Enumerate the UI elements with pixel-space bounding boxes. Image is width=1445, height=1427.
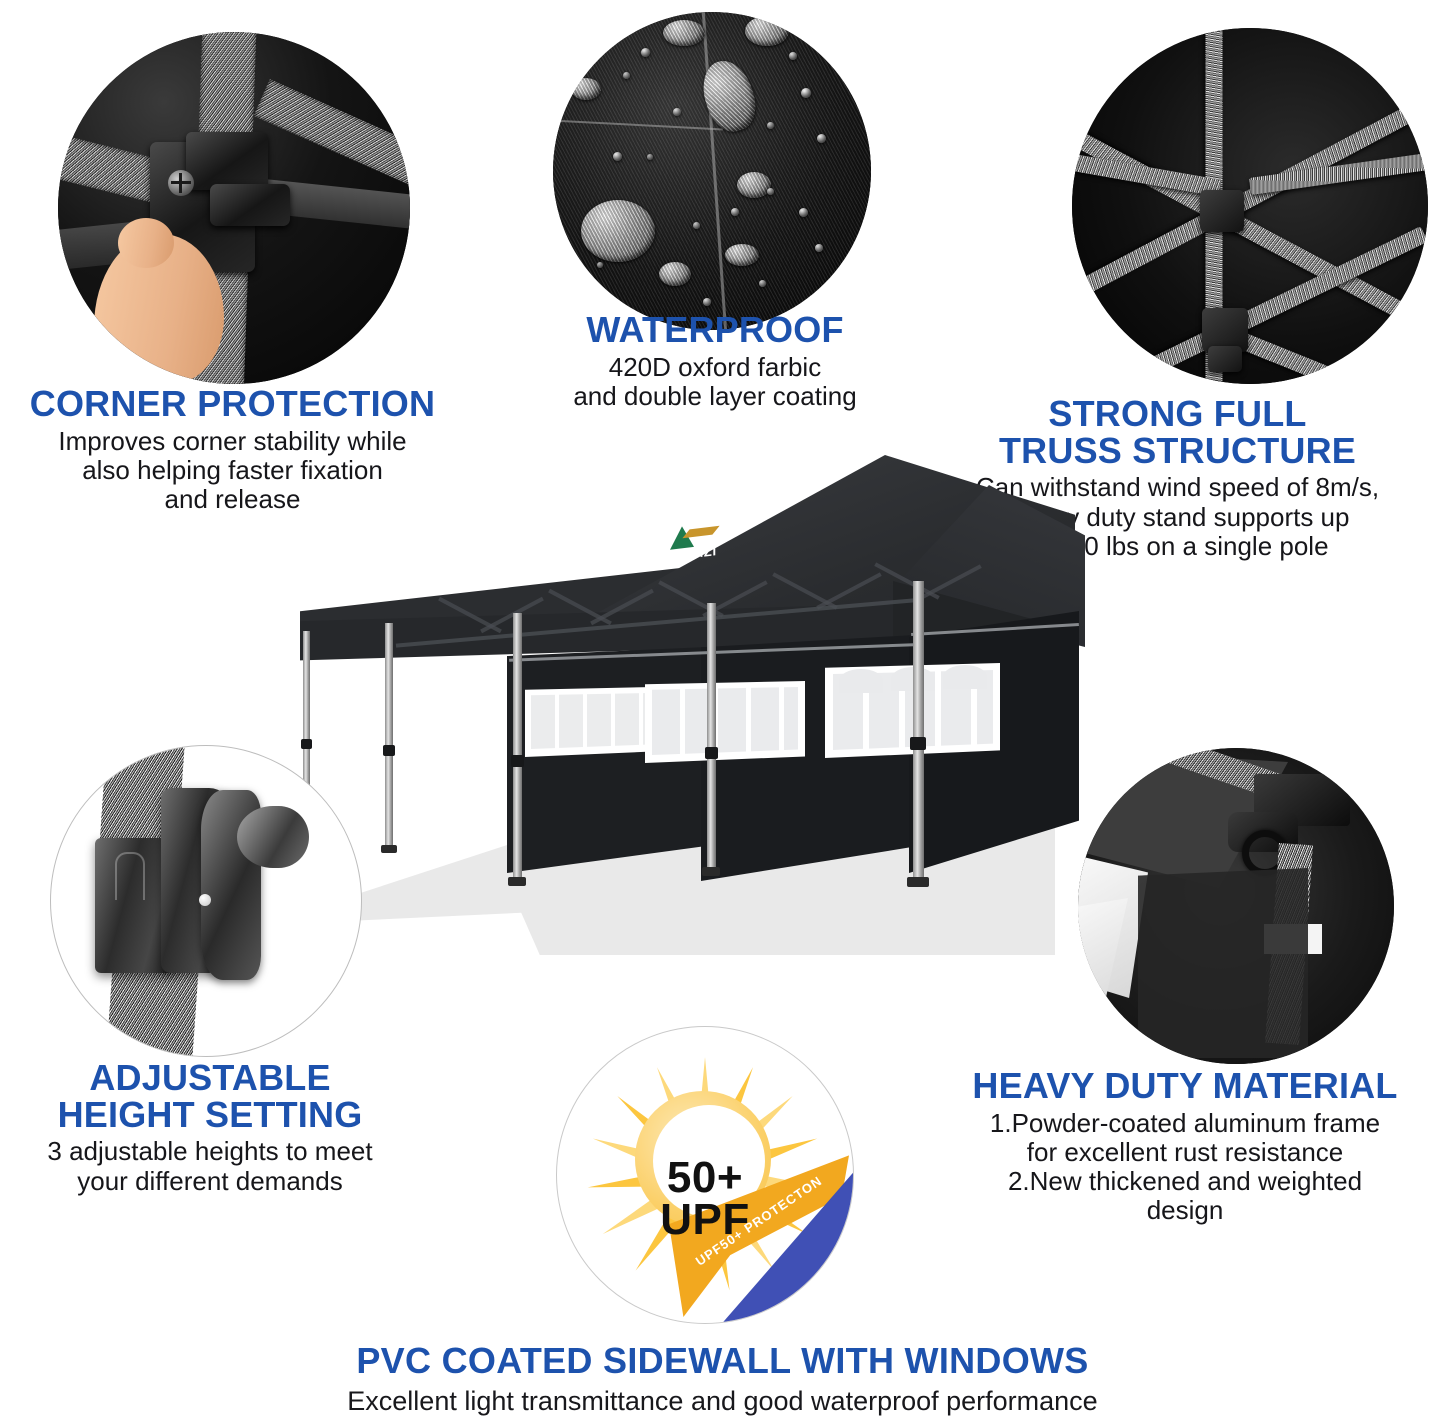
corner-clamp-photo [58, 32, 410, 384]
feature-body: 3 adjustable heights to meet your differ… [47, 1136, 373, 1196]
upf-value-top: 50+ [666, 1153, 744, 1202]
tent-logo-icon: COBIZI [669, 522, 720, 564]
bottom-caption: PVC COATED SIDEWALL WITH WINDOWS Excelle… [0, 1340, 1445, 1417]
tent-leg [913, 581, 924, 881]
canopy-tent-product-image: COBIZI [245, 455, 1085, 1000]
feature-body: Improves corner stability while also hel… [58, 425, 407, 514]
tent-leg [707, 603, 716, 871]
fabric-corner-photo [1078, 748, 1394, 1064]
feature-body: 1.Powder-coated aluminum frame for excel… [989, 1107, 1381, 1226]
feature-body: Can withstand wind speed of 8m/s, Heavy … [975, 472, 1380, 561]
bottom-caption-title: PVC COATED SIDEWALL WITH WINDOWS [356, 1340, 1089, 1381]
height-lever-photo [50, 745, 362, 1057]
tent-leg [303, 631, 310, 829]
upf-protection-badge: 50+ UPF UPF50+ PROTECTON [556, 1026, 854, 1324]
feature-title: STRONG FULL TRUSS STRUCTURE [998, 393, 1356, 471]
feature-body: 420D oxford farbic and double layer coat… [573, 351, 857, 411]
feature-corner-protection: CORNER PROTECTION Improves corner stabil… [0, 383, 465, 514]
tent-leg [385, 623, 393, 849]
upf-value-bottom: UPF [660, 1195, 750, 1244]
water-droplets-photo [553, 12, 871, 330]
bottom-caption-subtitle: Excellent light transmittance and good w… [347, 1386, 1098, 1416]
feature-title: WATERPROOF [586, 309, 844, 350]
feature-truss-structure: STRONG FULL TRUSS STRUCTURE Can withstan… [910, 393, 1445, 561]
feature-heavy-duty-material: HEAVY DUTY MATERIAL 1.Powder-coated alum… [925, 1065, 1445, 1226]
feature-title: HEAVY DUTY MATERIAL [972, 1065, 1398, 1106]
feature-waterproof: WATERPROOF 420D oxford farbic and double… [505, 309, 925, 411]
truss-frame-photo [1072, 28, 1428, 384]
screw-icon [168, 170, 194, 196]
tent-leg [513, 613, 522, 881]
feature-adjustable-height: ADJUSTABLE HEIGHT SETTING 3 adjustable h… [0, 1057, 420, 1196]
feature-title: CORNER PROTECTION [29, 383, 436, 424]
feature-title: ADJUSTABLE HEIGHT SETTING [57, 1057, 363, 1135]
